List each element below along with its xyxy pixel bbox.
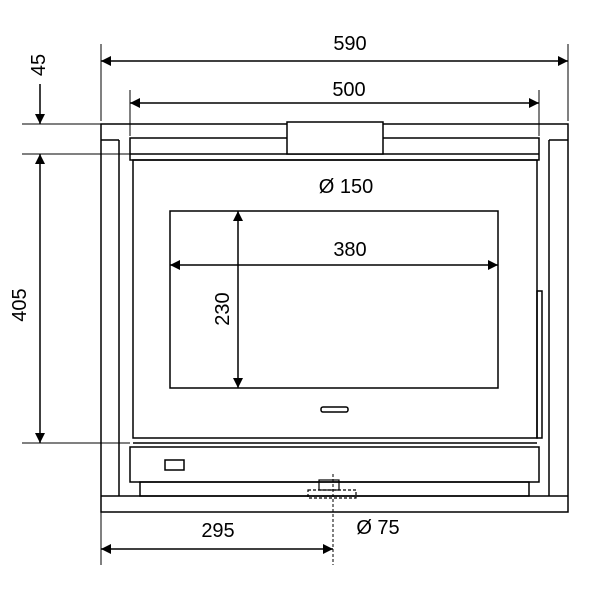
air-inlet-connector — [307, 489, 357, 499]
label-window-height: 230 — [212, 292, 234, 325]
dimension-lines — [35, 56, 568, 554]
label-top-offset: 45 — [28, 54, 50, 76]
air-control-slot — [164, 459, 185, 471]
label-side-offset: 295 — [201, 520, 234, 542]
door-handle — [320, 406, 349, 413]
air-inlet — [307, 474, 357, 565]
flue-collar — [286, 121, 384, 155]
plinth — [139, 481, 530, 497]
door-frame — [132, 159, 538, 439]
ash-drawer — [129, 446, 540, 483]
door-hinge — [536, 290, 543, 439]
label-window-width: 380 — [333, 239, 366, 261]
label-inner-width: 500 — [332, 79, 365, 101]
label-flue-diameter: Ø 150 — [319, 176, 373, 198]
label-air-inlet-diameter: Ø 75 — [356, 517, 399, 539]
fireplace-body — [100, 121, 569, 513]
label-overall-width: 590 — [333, 33, 366, 55]
viewing-window — [169, 210, 499, 389]
label-height: 405 — [9, 288, 31, 321]
